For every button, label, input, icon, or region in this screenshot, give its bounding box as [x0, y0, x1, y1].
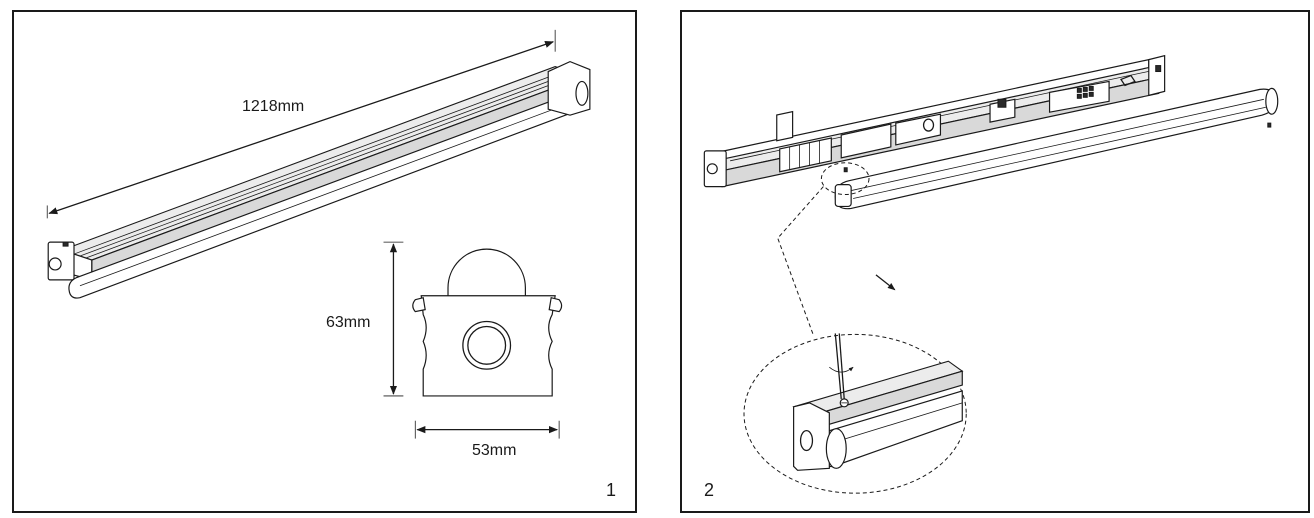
cross-section — [412, 248, 563, 397]
fixture-housing — [703, 54, 1166, 188]
height-label: 63mm — [326, 314, 371, 331]
length-dimension-line — [46, 29, 556, 219]
figure-number: 1 — [606, 480, 617, 500]
width-label: 53mm — [472, 442, 517, 459]
figure-1-panel: 1218mm 63mm 53mm 1 — [12, 10, 637, 513]
direction-arrow — [875, 274, 896, 291]
detail-connector — [777, 186, 824, 336]
length-label: 1218mm — [242, 98, 305, 115]
detail-callout-large — [743, 333, 967, 494]
figure-2-panel: 2 — [680, 10, 1310, 513]
tube-cover — [834, 87, 1279, 210]
figure-1-drawing — [46, 29, 591, 439]
height-dimension-line — [383, 241, 404, 397]
detail-callout-small — [820, 162, 870, 196]
fixture-body — [47, 60, 591, 299]
figure-number: 2 — [704, 480, 715, 500]
figure-2-drawing — [703, 54, 1279, 494]
width-dimension-line — [414, 420, 560, 439]
